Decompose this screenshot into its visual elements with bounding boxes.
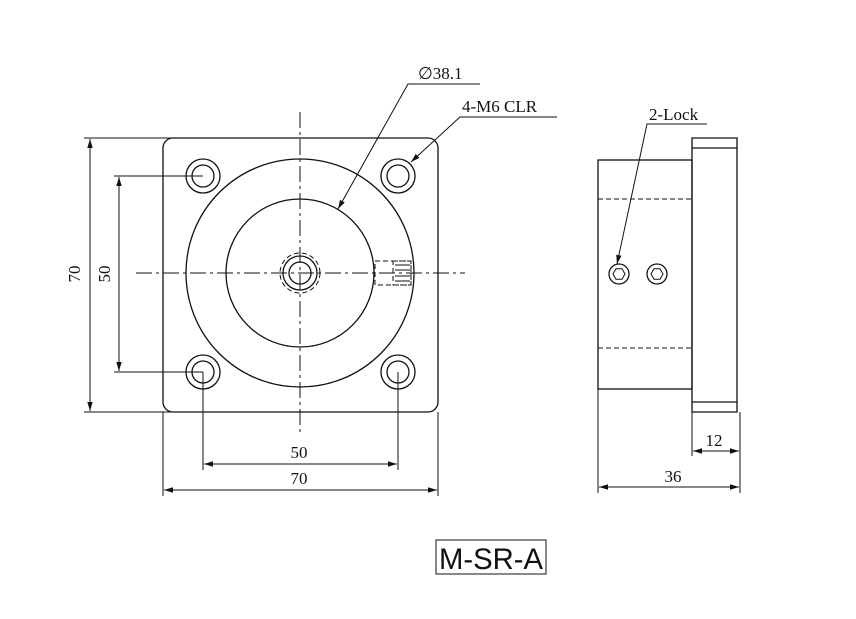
side-view: 2-Lock 12 36 [597, 105, 741, 493]
hole-leader [410, 116, 557, 163]
dim-label-width-overall: 70 [291, 469, 308, 488]
dim-label-width-holes: 50 [291, 443, 308, 462]
front-view: 70 50 50 70 ∅38.1 4-M6 CLR [65, 64, 557, 496]
lock-screw-1 [608, 263, 630, 285]
model-label-box [435, 539, 547, 575]
lock-screw-2 [646, 263, 668, 285]
side-flange-outline [691, 137, 738, 413]
mounting-hole-top-right [380, 158, 416, 194]
dim-label-total-depth: 36 [665, 467, 682, 486]
diameter-callout: ∅38.1 [418, 64, 463, 83]
diameter-leader [337, 83, 480, 210]
model-label-text: M-SR-A [439, 543, 543, 576]
side-body-outline [597, 159, 693, 390]
dim-label-flange-thickness: 12 [706, 431, 723, 450]
dim-label-height-overall: 70 [65, 266, 84, 283]
dim-label-height-holes: 50 [95, 266, 114, 283]
lock-callout: 2-Lock [649, 105, 699, 124]
model-label: M-SR-A [435, 539, 547, 576]
hole-callout: 4-M6 CLR [462, 97, 538, 116]
lock-leader [616, 123, 707, 265]
